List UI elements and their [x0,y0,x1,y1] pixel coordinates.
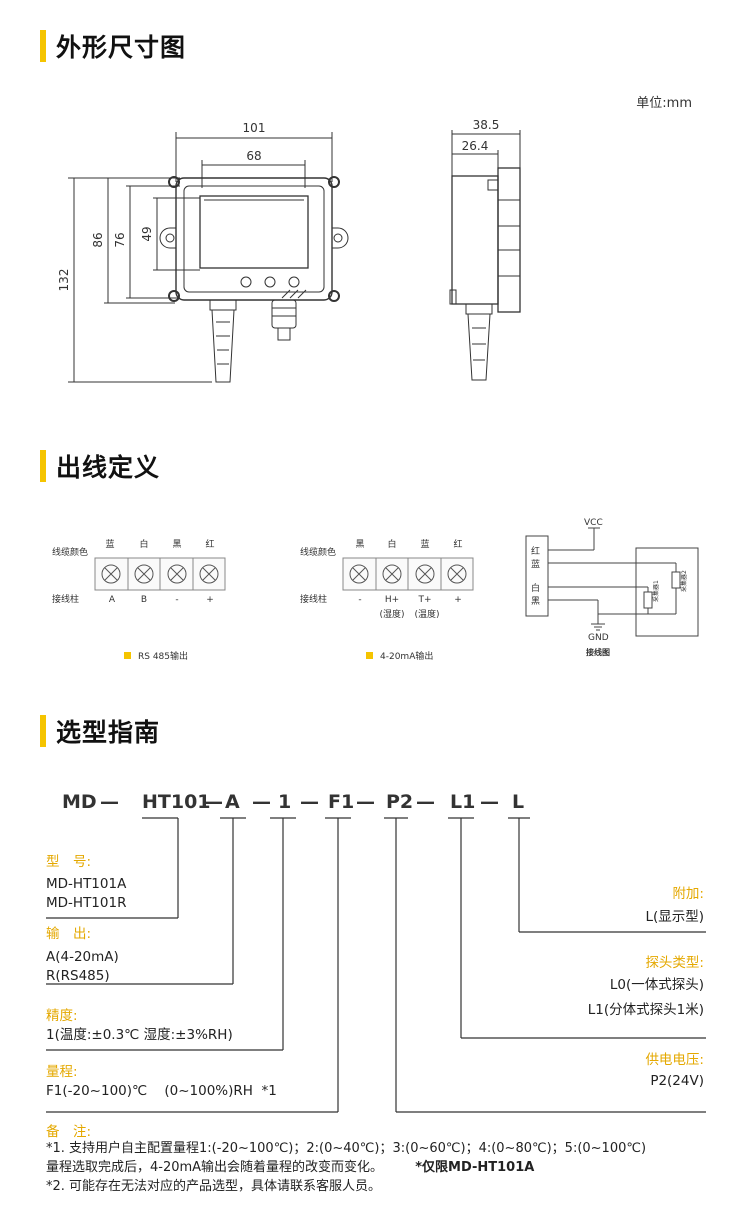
svg-text:白: 白 [387,538,396,550]
svg-text:白: 白 [531,582,540,594]
note-line-1: *1. 支持用户自主配置量程1:(-20~100℃)；2:(0~40℃)；3:(… [46,1141,647,1156]
svg-text:红: 红 [205,538,214,550]
svg-text:接线柱: 接线柱 [52,593,79,605]
section-title-dimensions: 外形尺寸图 [40,28,186,64]
svg-text:采集器2: 采集器2 [680,570,688,592]
svg-text:蓝: 蓝 [105,538,114,550]
note-line-2: 量程选取完成后，4-20mA输出会随着量程的改变而变化。 *仅限MD-HT101… [46,1160,535,1175]
probe-header: 探头类型: [645,955,704,971]
svg-text:白: 白 [139,538,148,550]
dim-132: 132 [57,269,71,292]
dim-101: 101 [243,121,266,135]
svg-text:VCC: VCC [584,518,603,528]
wiring-panel: 线缆颜色 蓝 白 黑 红 接线柱 A B - + 线缆颜色 黑 白 蓝 红 接线… [52,518,699,662]
svg-text:(湿度): (湿度) [379,608,404,620]
svg-text:4-20mA输出: 4-20mA输出 [380,650,433,662]
title-accent-bar [40,30,46,62]
svg-text:黑: 黑 [172,539,181,550]
svg-text:GND: GND [588,633,609,643]
svg-text:B: B [141,595,147,605]
svg-text:红: 红 [453,538,462,550]
svg-text:+: + [206,595,214,605]
addon-header: 附加: [672,886,704,902]
svg-text:红: 红 [531,545,540,557]
dim-38-5: 38.5 [473,118,500,132]
svg-text:-: - [358,595,361,605]
title-accent-bar [40,450,46,482]
dim-49: 49 [140,226,154,241]
note-line-3: *2. 可能存在无法对应的产品选型，具体请联系客服人员。 [46,1179,382,1194]
dim-26-4: 26.4 [462,139,489,153]
legend-marker [366,652,373,659]
dim-86: 86 [91,232,105,247]
svg-text:-: - [175,595,178,605]
title-accent-bar [40,715,46,747]
svg-text:黑: 黑 [355,539,364,550]
precision-header: 精度: [46,1008,78,1024]
svg-text:线缆颜色: 线缆颜色 [52,546,88,558]
svg-text:(温度): (温度) [414,608,439,620]
svg-text:接线柱: 接线柱 [300,593,327,605]
dim-68: 68 [246,149,261,163]
svg-text:RS 485输出: RS 485输出 [138,650,188,662]
svg-text:线缆颜色: 线缆颜色 [300,546,336,558]
dimension-drawing: 101 68 132 86 76 49 38.5 26.4 [57,118,521,383]
svg-text:接线图: 接线图 [586,647,610,657]
svg-text:A: A [109,595,116,605]
power-header: 供电电压: [645,1052,704,1068]
section-title-wiring: 出线定义 [40,448,160,484]
dim-76: 76 [113,232,127,247]
svg-text:H+: H+ [385,595,399,605]
svg-text:蓝: 蓝 [420,538,429,550]
svg-text:黑: 黑 [531,596,540,607]
unit-label: 单位:mm [636,96,692,111]
svg-text:T+: T+ [417,595,431,605]
legend-marker [124,652,131,659]
notes-header: 备 注: [46,1124,92,1140]
svg-text:+: + [454,595,462,605]
output-header: 输 出: [46,926,92,942]
type-header: 型 号: [46,854,92,870]
range-header: 量程: [46,1064,78,1080]
svg-text:蓝: 蓝 [531,558,540,570]
svg-text:采集器1: 采集器1 [652,580,660,602]
selection-leader-lines [46,817,706,1113]
section-title-selection: 选型指南 [40,713,160,749]
